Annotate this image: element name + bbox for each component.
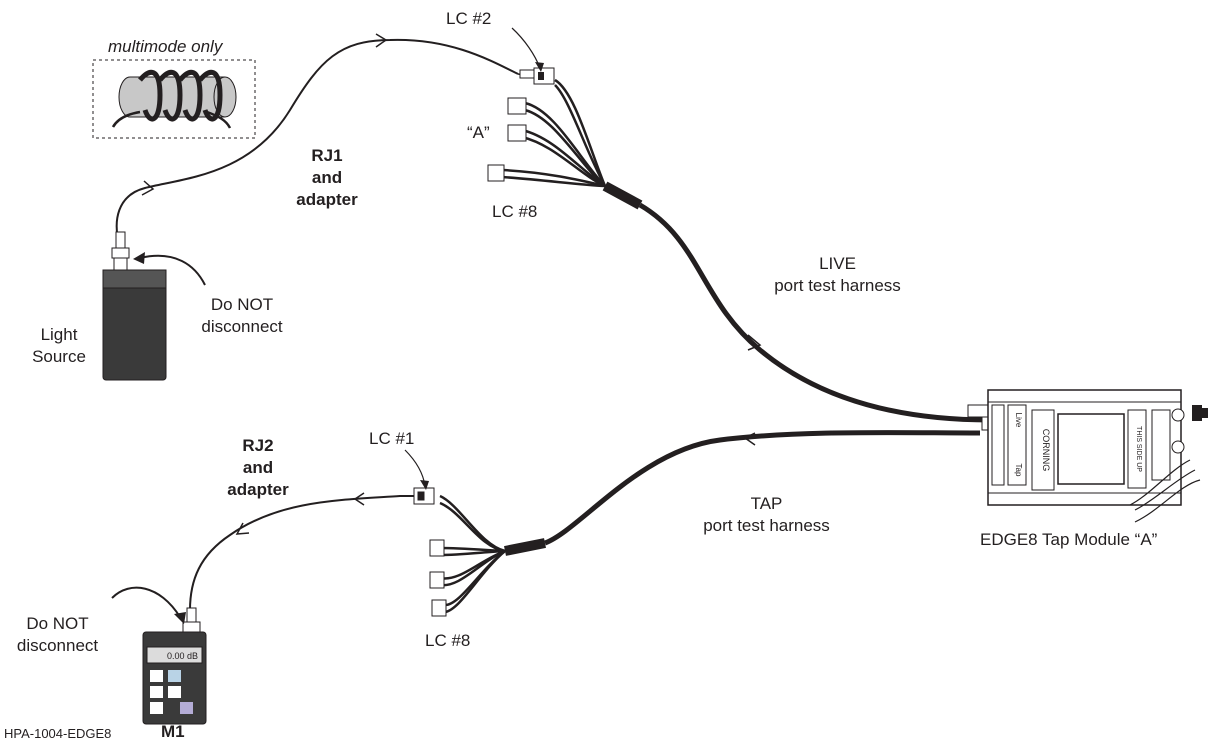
light-source-device	[102, 231, 167, 381]
tap-arrow	[743, 432, 756, 446]
meter-key-5	[150, 702, 163, 714]
lc1-label: LC #1	[369, 429, 415, 448]
lc8-bottom-label: LC #8	[425, 631, 471, 650]
meter-key-4	[168, 686, 181, 698]
meter-display	[146, 646, 203, 664]
coil-box	[92, 59, 256, 139]
light-source-label: Light Source	[22, 324, 96, 368]
edge8-tap-module: CORNING Live Tap THIS SIDE UP	[967, 389, 1208, 523]
do-not-disconnect-label-1: Do NOT disconnect	[182, 294, 302, 338]
lc2-pointer	[511, 27, 541, 69]
rj1-label: RJ1 and adapter	[287, 145, 367, 211]
tap-harness	[420, 430, 981, 614]
tap-connectors	[413, 487, 447, 617]
tap-label-line1: TAP	[750, 494, 783, 513]
a-label: “A”	[467, 123, 490, 142]
meter-key-2	[168, 670, 181, 682]
rj1-cable	[115, 38, 519, 248]
live-label: LIVE port test harness	[755, 253, 920, 297]
edge8-module-label: EDGE8 Tap Module “A”	[980, 530, 1158, 549]
do-not-disconnect-1-line2: disconnect	[201, 317, 283, 336]
tap-label: TAP port test harness	[684, 493, 849, 537]
rj2-label: RJ2 and adapter	[218, 435, 298, 501]
rj2-arrow-1	[353, 492, 365, 506]
meter-key-1	[150, 670, 163, 682]
rj1-label-line2: and	[311, 168, 343, 187]
module-side-text: THIS SIDE UP	[1135, 426, 1142, 472]
do-not-disconnect-2-line2: disconnect	[16, 636, 99, 655]
meter-display-text: 0.00 dB	[167, 651, 198, 661]
live-harness	[501, 73, 991, 423]
light-source-line2: Source	[32, 347, 86, 366]
live-label-line2: port test harness	[774, 276, 901, 295]
do-not-disconnect-arrow-2	[111, 586, 181, 618]
rj1-arrow-1	[141, 180, 155, 196]
rj2-label-line1: RJ2	[242, 436, 274, 455]
meter-key-6	[180, 702, 193, 714]
module-tap-text: Tap	[1014, 464, 1023, 477]
lc2-connector	[519, 67, 555, 85]
live-label-line1: LIVE	[819, 254, 856, 273]
live-arrow	[747, 334, 762, 351]
module-window	[1057, 413, 1125, 485]
live-connectors	[487, 97, 527, 182]
module-live-text: Live	[1014, 413, 1023, 428]
m1-power-meter: 0.00 dB	[142, 607, 207, 725]
do-not-disconnect-arrow-1	[139, 254, 206, 286]
meter-key-3	[150, 686, 163, 698]
mandrel-coil	[92, 59, 256, 139]
rj1-label-line1: RJ1	[311, 146, 343, 165]
do-not-disconnect-label-2: Do NOT disconnect	[0, 613, 115, 657]
rj2-cable	[189, 495, 414, 611]
tap-label-line2: port test harness	[703, 516, 830, 535]
module-corning-text: CORNING	[1041, 429, 1051, 472]
do-not-disconnect-1-line1: Do NOT	[210, 295, 274, 314]
lc8-top-label: LC #8	[492, 202, 538, 221]
rj2-label-line3: adapter	[227, 480, 289, 499]
rj2-label-line2: and	[242, 458, 274, 477]
m1-label: M1	[161, 722, 185, 741]
multimode-only-label: multimode only	[108, 37, 223, 56]
do-not-disconnect-2-line1: Do NOT	[26, 614, 89, 633]
rj1-arrow-2	[375, 33, 388, 48]
rj2-arrow-2	[235, 522, 250, 535]
rj1-label-line3: adapter	[296, 190, 358, 209]
light-source-line1: Light	[40, 325, 78, 344]
figure-id: HPA-1004-EDGE8	[4, 726, 112, 741]
lc2-label: LC #2	[446, 9, 492, 28]
